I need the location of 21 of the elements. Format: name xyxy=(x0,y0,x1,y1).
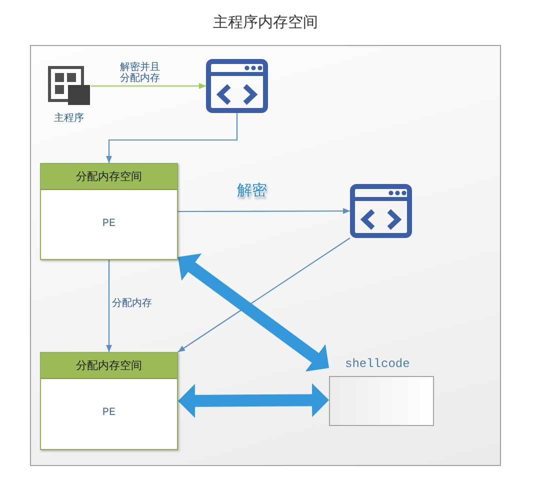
header-band: 分配内存空间 xyxy=(41,353,177,379)
edge-label: 解密并且分配内存 xyxy=(119,62,161,84)
icon-label: 主程序 xyxy=(54,112,84,125)
arrow xyxy=(106,113,238,163)
code-window-icon xyxy=(350,184,412,238)
region-heading: shellcode xyxy=(345,357,410,372)
memory-box xyxy=(40,352,178,450)
code-window-icon xyxy=(206,59,268,113)
double-arrow xyxy=(178,383,329,418)
body-text: PE xyxy=(102,406,116,420)
arrow xyxy=(91,83,206,89)
header-band: 分配内存空间 xyxy=(41,164,177,190)
arrow xyxy=(106,260,112,352)
frame-title: 主程序内存空间 xyxy=(213,13,318,32)
double-arrow xyxy=(178,253,330,372)
body-text: PE xyxy=(102,216,116,230)
arrow xyxy=(178,238,350,352)
edge-label: 分配内存 xyxy=(112,298,152,309)
memory-box xyxy=(40,163,178,260)
arrow xyxy=(178,208,350,214)
edge-label: 解密 xyxy=(237,181,267,200)
